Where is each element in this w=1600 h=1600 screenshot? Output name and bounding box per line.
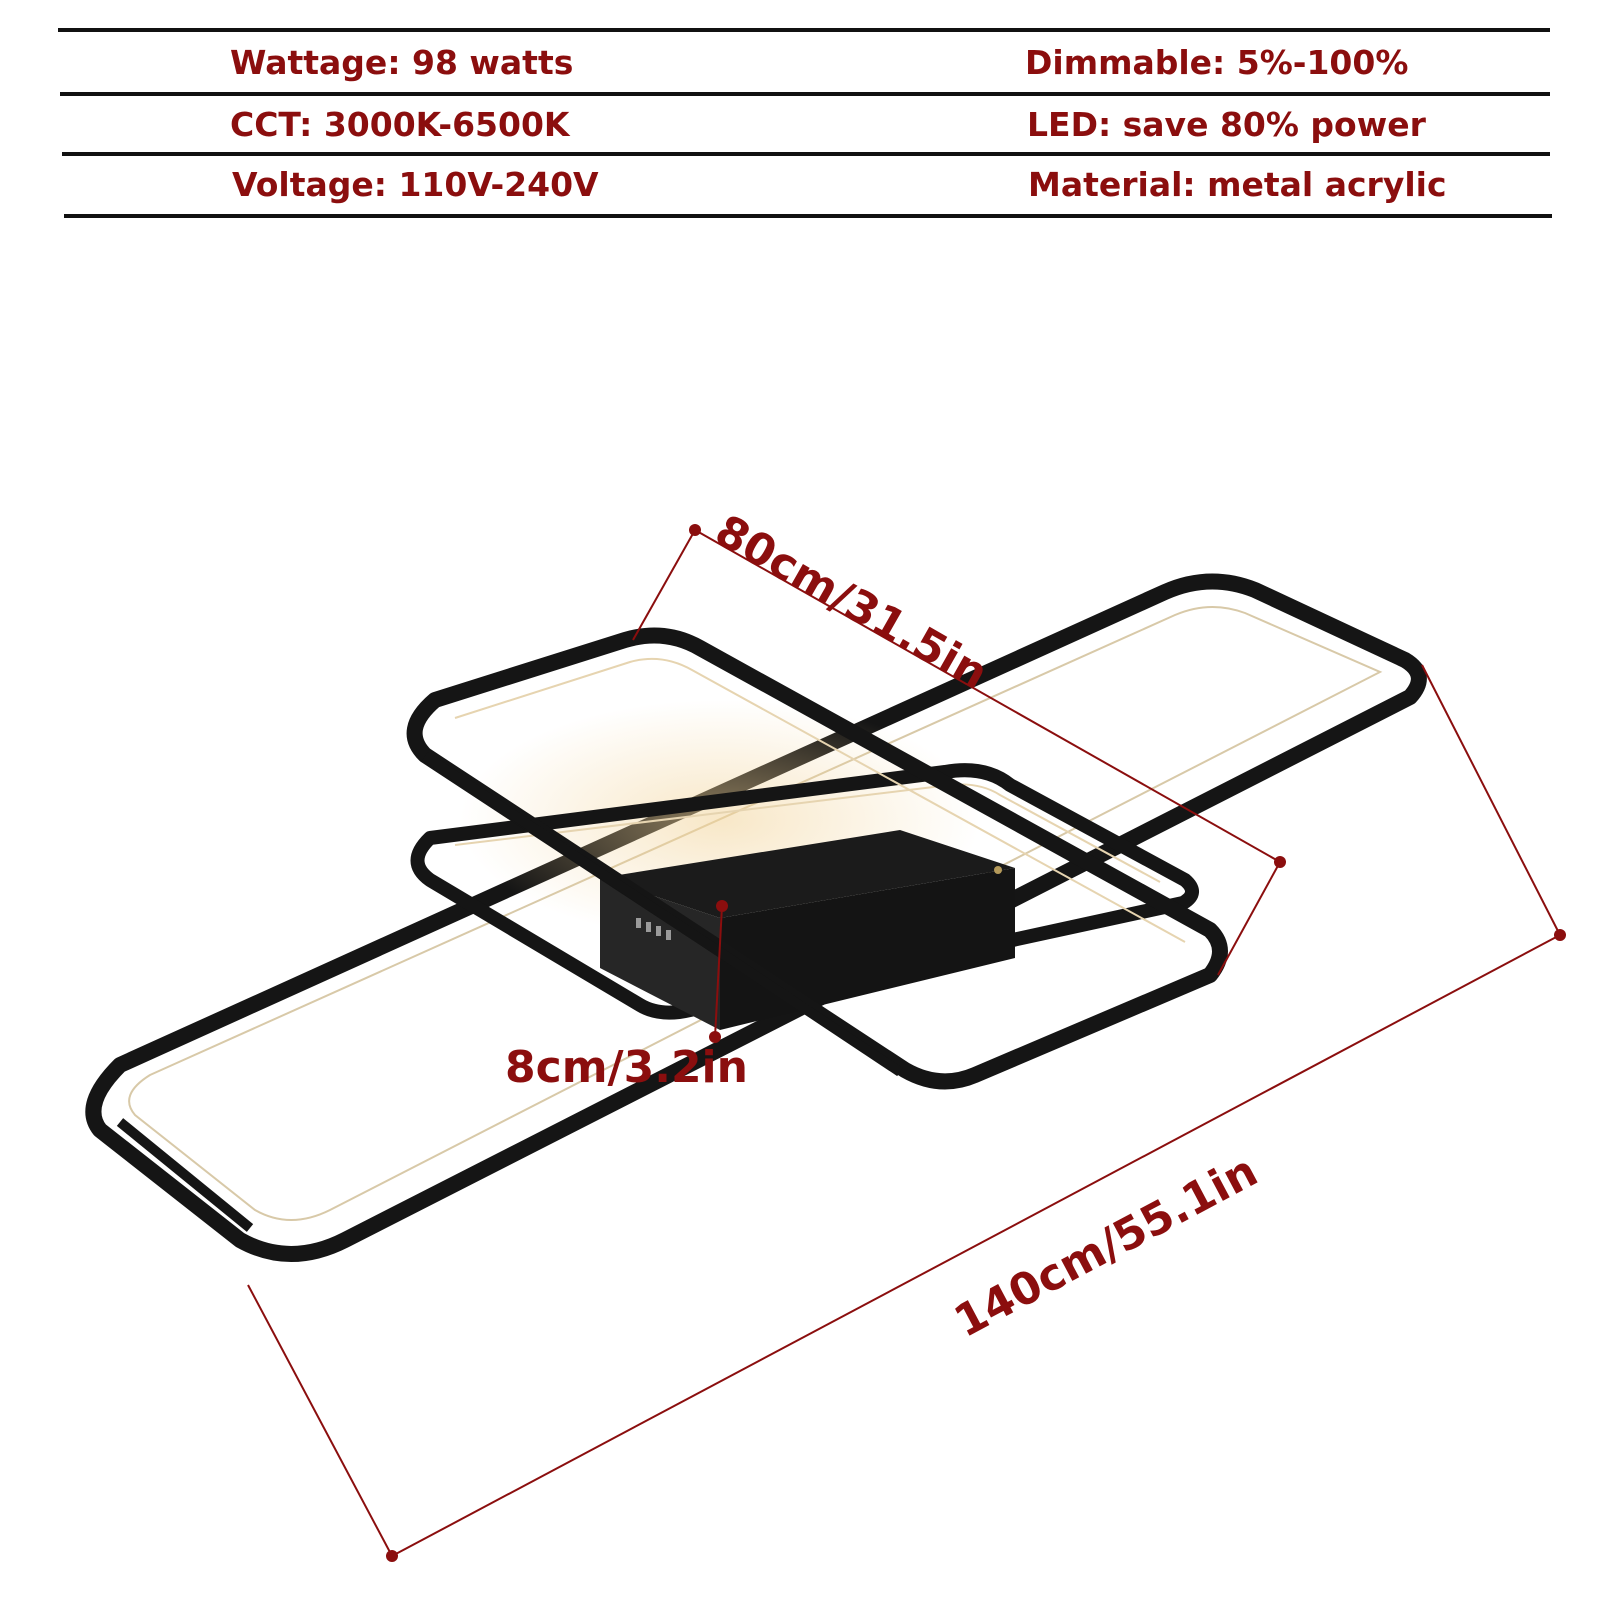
spec-dimmable: Dimmable: 5%-100% <box>1025 43 1409 82</box>
width-extension-left <box>632 529 696 641</box>
width-dimension-line <box>694 529 1281 863</box>
length-extension-right <box>1421 664 1561 936</box>
table-rule <box>58 28 1550 32</box>
large-frame <box>85 573 1427 1262</box>
table-rule <box>62 152 1550 156</box>
table-rule <box>64 214 1552 218</box>
spec-table: Wattage: 98 watts Dimmable: 5%-100% CCT:… <box>0 0 1600 230</box>
spec-wattage: Wattage: 98 watts <box>230 43 574 82</box>
spec-voltage: Voltage: 110V-240V <box>232 165 599 204</box>
spec-material: Material: metal acrylic <box>1028 165 1447 204</box>
table-rule <box>60 92 1550 96</box>
length-extension-left <box>247 1284 393 1557</box>
medium-frame <box>406 627 1228 1090</box>
dimension-lines <box>247 529 1561 1557</box>
width-extension-right <box>1217 861 1281 976</box>
spec-led: LED: save 80% power <box>1027 105 1426 144</box>
spec-cct: CCT: 3000K-6500K <box>230 105 570 144</box>
length-dimension-line <box>391 934 1561 1557</box>
dimension-dots <box>386 524 1566 1562</box>
height-label: 8cm/3.2in <box>505 1042 748 1093</box>
height-dimension-line <box>714 905 723 1038</box>
